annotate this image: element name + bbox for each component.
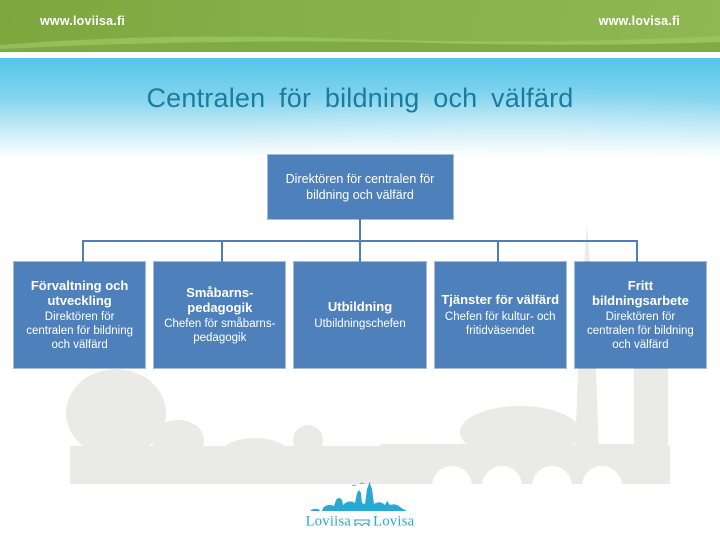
connector-line (82, 240, 85, 262)
header-band: www.loviisa.fi www.lovisa.fi (0, 0, 720, 52)
org-box-subtitle: Chefen för kultur- och fritidväsendet (444, 310, 556, 337)
page-title: Centralen för bildning och välfärd (146, 83, 574, 113)
connector-line (497, 240, 500, 262)
org-box-title: Tjänster för välfärd (441, 292, 560, 308)
footer-logo: Loviisa Lovisa (0, 480, 720, 529)
org-box-title: Fritt bildningsarbete (592, 277, 689, 308)
connector-line (220, 240, 223, 262)
header-url-loviisa: www.loviisa.fi (40, 14, 125, 28)
org-root-box: Direktören för centralen för bildning oc… (267, 155, 453, 219)
org-box-subtitle: Direktören för centralen för bildning oc… (26, 311, 133, 352)
connector-line (635, 240, 638, 262)
org-box-title: Småbarns- pedagogik (186, 284, 254, 315)
org-children-row: Förvaltning och utveckling Direktören fö… (14, 262, 707, 368)
logo-text-loviisa: Loviisa (305, 513, 352, 530)
header-url-lovisa: www.lovisa.fi (598, 14, 680, 28)
org-box-subtitle: Utbildningschefen (314, 317, 406, 330)
org-box-utbildning: Utbildning Utbildningschefen (294, 262, 426, 368)
org-box-title: Utbildning (327, 299, 393, 315)
connector-line (359, 219, 361, 242)
org-box-fritt-bildningsarbete: Fritt bildningsarbete Direktören för cen… (574, 262, 707, 368)
wave-decoration-icon (0, 36, 720, 52)
footer-logo-text: Loviisa Lovisa (0, 514, 720, 529)
org-box-smabarnspedagogik: Småbarns- pedagogik Chefen för småbarns-… (154, 262, 286, 368)
org-root-label: Direktören för centralen för bildning oc… (285, 171, 435, 202)
org-box-tjanster: Tjänster för välfärd Chefen för kultur- … (434, 262, 566, 368)
org-connector-lines (14, 219, 706, 262)
org-box-subtitle: Direktören för centralen för bildning oc… (587, 311, 694, 352)
org-box-title: Förvaltning och utveckling (30, 277, 129, 308)
title-band-background (0, 58, 720, 158)
loviisa-skyline-icon (310, 481, 407, 512)
org-chart: Direktören för centralen för bildning oc… (14, 155, 707, 368)
logo-text-lovisa: Lovisa (373, 513, 415, 530)
org-box-forvaltning: Förvaltning och utveckling Direktören fö… (14, 262, 146, 368)
connector-line (359, 240, 361, 262)
bridge-icon (354, 519, 371, 527)
org-box-subtitle: Chefen för småbarns- pedagogik (164, 318, 276, 345)
